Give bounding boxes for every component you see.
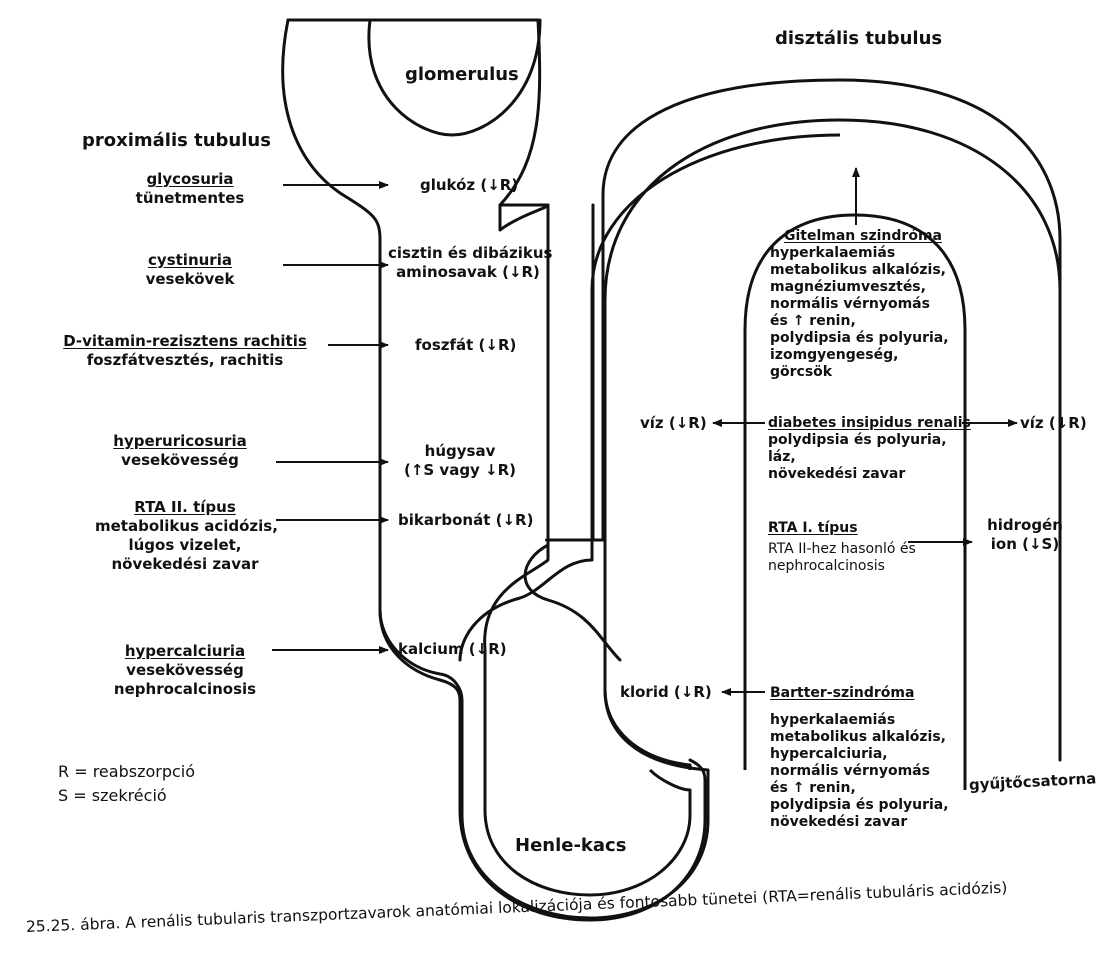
disorder-desc: görcsök — [770, 364, 833, 380]
disorder-name: RTA I. típus — [768, 520, 858, 536]
disorder-desc: és ↑ renin, — [770, 780, 856, 796]
substance-line: cisztin és dibázikus — [388, 244, 553, 262]
disorder-desc: hyperkalaemiás — [770, 712, 896, 728]
distal-tubulus-label: disztális tubulus — [775, 28, 943, 49]
disorder-name: hyperuricosuria — [113, 432, 247, 450]
arrows — [272, 167, 1018, 696]
glomerulus-cup — [367, 18, 542, 137]
disorder-desc: RTA II-hez hasonló és — [768, 541, 916, 557]
substance-phosphate: foszfát (↓R) — [415, 336, 517, 354]
proximal-disorder-rachitis: D-vitamin-rezisztens rachitis foszfátves… — [50, 332, 320, 370]
distal-loop-inner — [743, 213, 967, 790]
substance-bicarbonate: bikarbonát (↓R) — [398, 511, 534, 529]
substance-calcium: kalcium (↓R) — [398, 640, 507, 658]
disorder-name: diabetes insipidus renalis — [768, 415, 971, 431]
disorder-desc: normális vérnyomás — [770, 296, 930, 312]
disorder-desc: vesekövesség — [126, 661, 244, 679]
distal-inner-outline — [590, 133, 841, 540]
substance-line: aminosavak (↓R) — [396, 263, 540, 281]
disorder-desc: vesekövesség — [121, 451, 239, 469]
substance-line: ion (↓S) — [990, 535, 1060, 553]
disorder-name: glycosuria — [146, 170, 234, 188]
disorder-desc: izomgyengeség, — [770, 347, 899, 363]
disorder-name: RTA II. típus — [134, 498, 236, 516]
henle-loop-label: Henle-kacs — [515, 835, 627, 856]
substance-line: húgysav — [424, 442, 496, 460]
disorder-desc: normális vérnyomás — [770, 763, 930, 779]
substance-chloride: klorid (↓R) — [620, 683, 712, 701]
glomerulus-left-outer — [281, 18, 707, 922]
disorder-desc: lúgos vizelet, — [128, 536, 242, 554]
disorder-name: Bartter-szindróma — [770, 685, 915, 701]
disorder-desc: láz, — [768, 449, 796, 465]
proximal-right-outline — [546, 220, 592, 542]
proximal-disorder-cystinuria: cystinuria vesekövek — [110, 251, 270, 289]
disorder-desc: hyperkalaemiás — [770, 245, 896, 261]
henle-inner-outline — [483, 540, 692, 897]
substance-water-right: víz (↓R) — [1020, 414, 1087, 432]
distal-disorder-rta1: RTA I. típus RTA II-hez hasonló és nephr… — [768, 520, 916, 575]
proximal-right-wall — [498, 203, 550, 232]
disorder-name: hypercalciuria — [124, 642, 246, 660]
substance-water-left: víz (↓R) — [640, 414, 707, 432]
disorder-desc: polydipsia és polyuria, — [768, 432, 947, 448]
disorder-name: D-vitamin-rezisztens rachitis — [63, 332, 307, 350]
proximal-tubulus-label: proximális tubulus — [82, 130, 271, 151]
substance-cystine: cisztin és dibázikus aminosavak (↓R) — [388, 244, 553, 282]
disorder-desc: hypercalciuria, — [770, 746, 888, 762]
disorder-desc: magnéziumvesztés, — [770, 279, 926, 295]
disorder-desc: növekedési zavar — [770, 814, 908, 830]
substance-line: (↑S vagy ↓R) — [403, 461, 517, 479]
nephron-outer-wall — [286, 18, 1062, 762]
distal-disorder-bartter: Bartter-szindróma hyperkalaemiás metabol… — [770, 685, 949, 831]
proximal-disorder-hyperuricosuria: hyperuricosuria vesekövesség — [100, 432, 260, 470]
glomerulus-label: glomerulus — [405, 64, 519, 85]
henle-inner-left — [458, 538, 594, 662]
disorder-desc: vesekövek — [145, 270, 235, 288]
disorder-desc: metabolikus acidózis, — [95, 517, 278, 535]
proximal-disorder-glycosuria: glycosuria tünetmentes — [110, 170, 270, 208]
legend-reabsorption: R = reabszorpció — [58, 762, 196, 781]
disorder-desc: metabolikus alkalózis, — [770, 729, 946, 745]
disorder-desc: és ↑ renin, — [770, 313, 856, 329]
disorder-desc: növekedési zavar — [768, 466, 906, 482]
substance-glucose: glukóz (↓R) — [420, 176, 519, 194]
distal-disorder-gitelman: Gitelman szindróma hyperkalaemiás metabo… — [770, 228, 949, 381]
disorder-desc: metabolikus alkalózis, — [770, 262, 946, 278]
disorder-desc: nephrocalcinosis — [113, 680, 257, 698]
disorder-desc: foszfátvesztés, rachitis — [86, 351, 284, 369]
distal-disorder-diabetes-insipidus: diabetes insipidus renalis polydipsia és… — [768, 415, 971, 483]
substance-hydrogen-ion: hidrogén ion (↓S) — [980, 516, 1070, 554]
disorder-desc: tünetmentes — [135, 189, 245, 207]
proximal-inner — [546, 203, 595, 542]
proximal-tubule-outline — [378, 118, 1062, 920]
disorder-name: cystinuria — [148, 251, 232, 269]
disorder-name: Gitelman szindróma — [784, 228, 942, 244]
disorder-desc: növekedési zavar — [111, 555, 259, 573]
legend-secretion: S = szekréció — [58, 786, 167, 805]
disorder-desc: nephrocalcinosis — [768, 558, 885, 574]
proximal-disorder-hypercalciuria: hypercalciuria vesekövesség nephrocalcin… — [95, 642, 275, 699]
disorder-desc: polydipsia és polyuria, — [770, 797, 949, 813]
substance-uric-acid: húgysav (↑S vagy ↓R) — [395, 442, 525, 480]
distal-loop-outer — [603, 689, 692, 770]
substance-line: hidrogén — [987, 516, 1063, 534]
disorder-desc: polydipsia és polyuria, — [770, 330, 949, 346]
proximal-disorder-rta2: RTA II. típus metabolikus acidózis, lúgo… — [95, 498, 278, 574]
